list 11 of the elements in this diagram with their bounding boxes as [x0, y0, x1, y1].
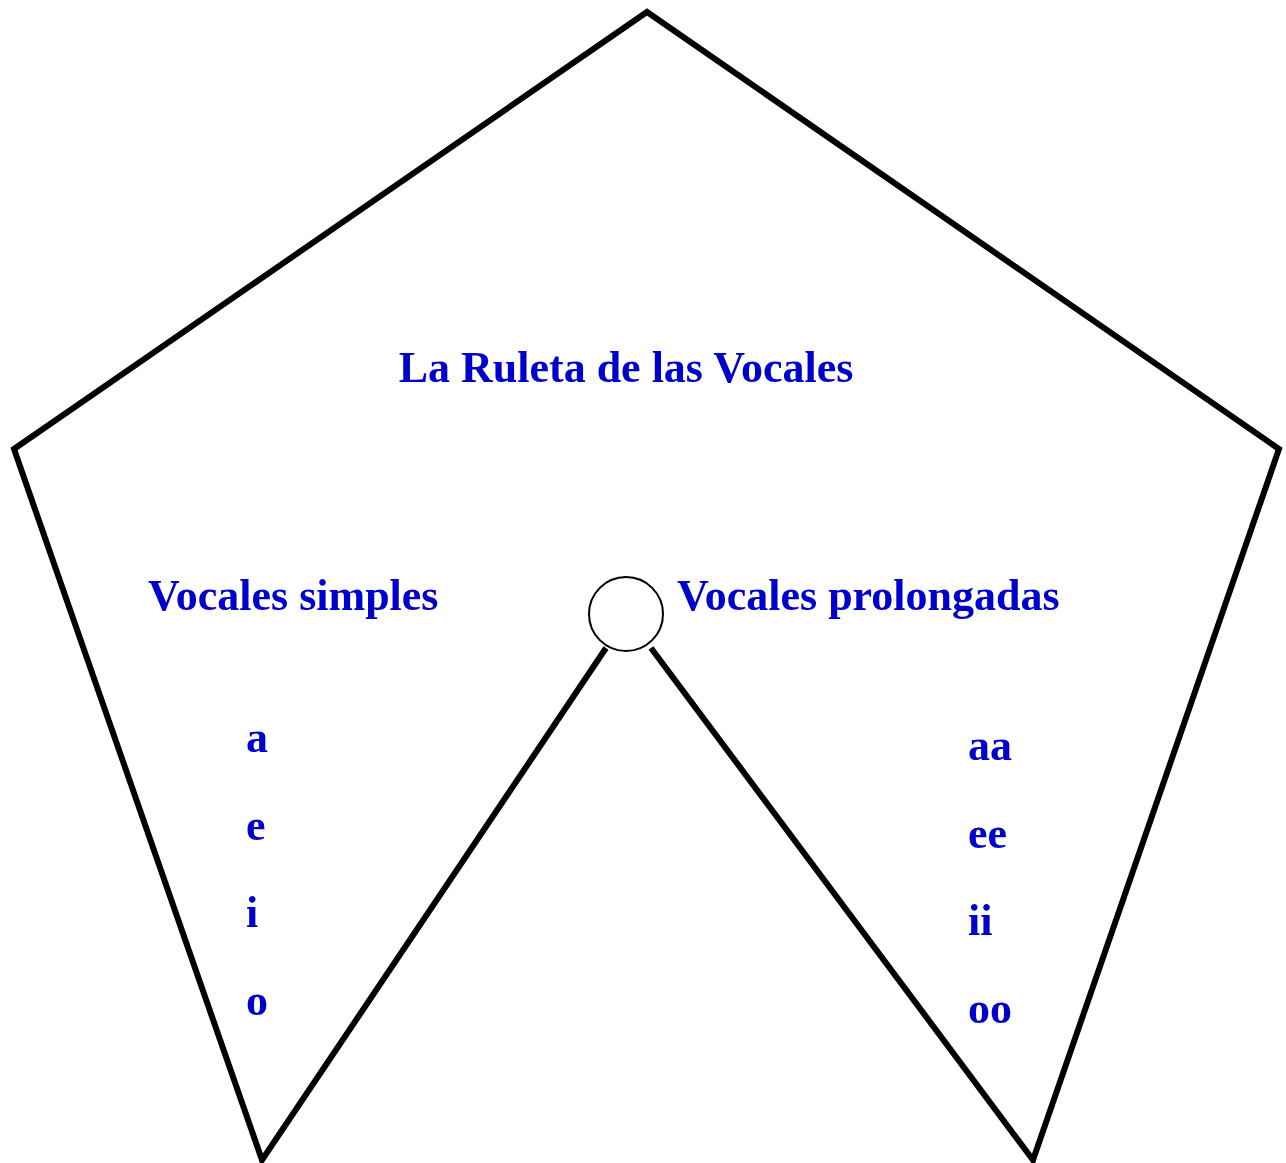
vowel-label: o [246, 979, 268, 1023]
group-heading: Vocales simples [148, 574, 439, 618]
title: La Ruleta de las Vocales [398, 346, 854, 390]
group-heading: Vocales prolongadas [677, 574, 1060, 618]
vowel-label: a [246, 716, 268, 760]
vowel-label: ii [968, 899, 993, 943]
vowel-label: ee [968, 812, 1008, 856]
vowel-label: i [246, 891, 259, 935]
vowel-label: oo [968, 987, 1012, 1031]
vowel-label: aa [968, 724, 1012, 768]
vowel-label: e [246, 804, 266, 848]
